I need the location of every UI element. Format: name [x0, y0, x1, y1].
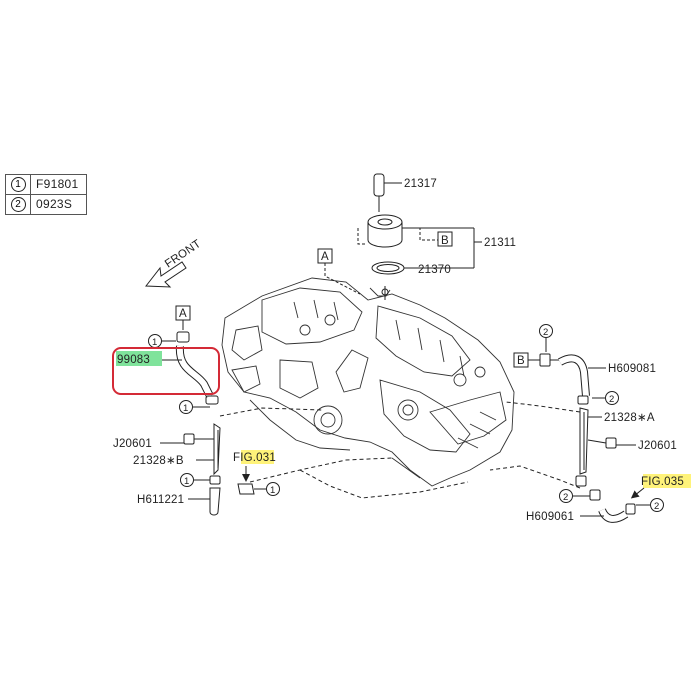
part-number-99083: 99083 [117, 354, 150, 366]
hose-99083 [175, 331, 219, 405]
part-number-h609061: H609061 [526, 511, 574, 523]
part-number-j20601-right: J20601 [638, 440, 677, 452]
callout-one-a: 1 [152, 337, 157, 348]
legend-code-2: 0923S [36, 197, 73, 211]
callout-a-left: A [179, 308, 187, 320]
part-number-21370: 21370 [418, 264, 451, 276]
legend-number-1: 1 [10, 177, 26, 192]
callout-one-c: 1 [184, 476, 189, 487]
fig-highlight-031 [241, 450, 274, 464]
callout-circle-1-d [266, 482, 280, 496]
callout-two-b: 2 [609, 394, 614, 405]
callout-circle-2-a [539, 324, 553, 338]
callout-circle-2-d [650, 498, 664, 512]
callout-two-c: 2 [563, 492, 568, 503]
selected-part-highlight-box [112, 347, 220, 395]
callout-circle-1-c [180, 473, 194, 487]
hose-h609081 [558, 354, 590, 397]
engine-block [221, 277, 515, 487]
callout-two-d: 2 [654, 501, 659, 512]
oil-cooler-assembly [367, 173, 405, 300]
pipe-21328b [183, 423, 221, 476]
tee-fitting-right [539, 353, 560, 367]
part-number-h609081: H609081 [608, 363, 656, 375]
callout-one-d: 1 [270, 485, 275, 496]
part-number-21328b: 21328∗B [133, 455, 184, 467]
part-number-j20601-left: J20601 [113, 438, 152, 450]
fig-highlight-035 [643, 474, 691, 488]
part-number-21317: 21317 [404, 178, 437, 190]
front-arrow-icon: FRONT [145, 238, 203, 288]
callout-b-right: B [517, 355, 525, 367]
callout-one-b: 1 [183, 403, 188, 414]
callout-box-b-top [437, 231, 453, 247]
legend-number-2: 2 [10, 197, 26, 212]
callout-two-a: 2 [543, 327, 548, 338]
part-number-21311: 21311 [484, 237, 516, 249]
legend-table: 1 F91801 2 0923S [5, 174, 87, 215]
callout-circle-2-b [605, 391, 619, 405]
hose-h611221 [209, 475, 221, 516]
pipe-21328a [575, 395, 617, 487]
figure-reference-031: FIG.031 [233, 452, 276, 464]
part-highlight-99083 [116, 351, 162, 366]
callout-a-top: A [321, 251, 329, 263]
connector-fig031 [237, 483, 255, 495]
callout-circle-1-b [179, 400, 193, 414]
front-label: FRONT [163, 238, 203, 271]
callout-b-top: B [441, 235, 449, 247]
callout-circle-2-c [559, 489, 573, 503]
hose-h609061 [589, 489, 636, 523]
legend-code-1: F91801 [36, 177, 79, 191]
part-number-h611221: H611221 [137, 494, 184, 506]
figure-reference-035: FIG.035 [641, 476, 684, 488]
legend-row-2: 2 0923S [6, 195, 86, 214]
legend-row-1: 1 F91801 [6, 175, 86, 195]
part-number-21328a: 21328∗A [604, 412, 655, 424]
